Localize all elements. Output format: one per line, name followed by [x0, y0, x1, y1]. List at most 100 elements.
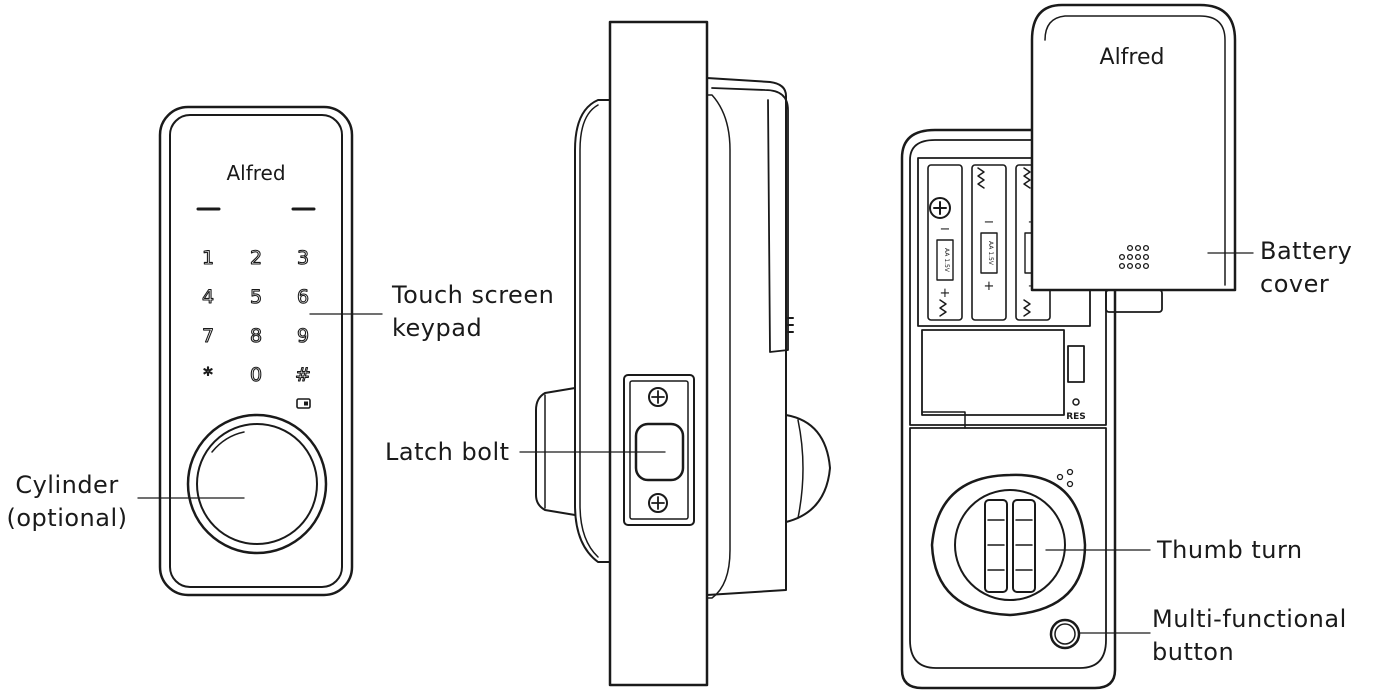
cover-dot-4: [1126, 253, 1134, 261]
keypad-keys: 1 2 3 4 5 6 7 8 9 * 0 #: [201, 246, 311, 386]
keypad-key-9: *: [203, 364, 213, 386]
cover-dot-0: [1126, 244, 1134, 252]
label-battery-cover-line1: Battery: [1260, 237, 1353, 265]
cover-dot-2: [1142, 244, 1150, 252]
keypad-key-2: 3: [297, 247, 309, 269]
battery-spring-3: [939, 299, 947, 317]
label-touch-keypad-line1: Touch screen: [392, 281, 555, 309]
label-touch-keypad: Touch screen keypad: [392, 279, 554, 345]
status-dot-1: [1056, 473, 1064, 481]
faceplate-bottom-screw-slot: [651, 496, 665, 510]
battery-cell-text-0: AA 1.5V: [943, 248, 950, 273]
side-rear-lip: [706, 94, 731, 599]
electronics-chamber: [921, 329, 1065, 416]
side-battery-cover: [711, 87, 789, 353]
thumb-turn-grip-left: [984, 499, 1008, 593]
label-multi-button-line1: Multi-functional: [1152, 605, 1347, 633]
label-latch-bolt: Latch bolt: [385, 436, 510, 469]
reset-label: RES: [1066, 412, 1086, 422]
cover-dot-8: [1126, 262, 1134, 270]
label-cylinder-line1: Cylinder: [15, 471, 119, 499]
polarity-plus-icon: [929, 197, 951, 219]
battery-cell-label-box-0: [936, 239, 954, 281]
label-cylinder-line2: (optional): [6, 504, 128, 532]
faceplate: [623, 374, 695, 526]
card-reader-chip: [304, 401, 308, 406]
thumb-turn-base: [930, 473, 1087, 617]
label-thumb-turn-line1: Thumb turn: [1157, 536, 1303, 564]
keypad-key-10: 0: [250, 364, 262, 386]
multi-functional-button-outer: [1049, 618, 1081, 650]
battery-spring-4: [1023, 299, 1031, 317]
keypad-key-1: 2: [250, 247, 262, 269]
polarity-plus-cross: [933, 201, 947, 215]
chamber-switch: [1067, 345, 1085, 383]
cover-dot-10: [1142, 262, 1150, 270]
faceplate-top-screw-slot: [651, 390, 665, 404]
label-multi-button: Multi-functional button: [1152, 603, 1347, 669]
keypad-key-4: 5: [250, 286, 262, 308]
interior-lower-body: [909, 427, 1107, 669]
status-dot-2: [1066, 468, 1074, 476]
battery-cover: [1030, 3, 1237, 292]
battery-cell-0: [927, 164, 963, 321]
cover-dot-6: [1142, 253, 1150, 261]
side-profile-view: [535, 20, 831, 687]
side-front-cover-edge: [579, 104, 599, 558]
status-dot-3: [1066, 480, 1074, 488]
label-latch-bolt-line1: Latch bolt: [385, 438, 510, 466]
faceplate-bottom-screw: [648, 493, 668, 513]
battery-spring-1: [977, 167, 985, 189]
label-battery-cover: Battery cover: [1260, 235, 1352, 301]
cylinder-outer-ring: [186, 413, 328, 555]
side-thumb-turn-knob: [785, 414, 831, 523]
door-edge: [608, 20, 709, 687]
faceplate-top-screw: [648, 387, 668, 407]
side-front-cover: [574, 99, 611, 563]
battery-cell-top-mark-0: −: [940, 222, 951, 237]
cover-dot-3: [1118, 253, 1126, 261]
label-thumb-turn: Thumb turn: [1157, 534, 1303, 567]
keypad-outer-housing: [158, 105, 354, 597]
keypad-key-0: 1: [202, 247, 214, 269]
cover-dot-9: [1134, 262, 1142, 270]
cylinder-highlight: [211, 431, 245, 453]
chamber-divider: [921, 411, 966, 429]
battery-cell-bottom-mark-0: +: [940, 286, 951, 301]
battery-cover-inner-edge: [1044, 15, 1226, 286]
cover-dot-7: [1118, 262, 1126, 270]
cover-dot-5: [1134, 253, 1142, 261]
side-thumb-turn-edge: [797, 419, 804, 519]
faceplate-inner: [629, 380, 689, 520]
battery-spring-2: [1023, 167, 1031, 189]
keypad-key-3: 4: [202, 286, 214, 308]
keypad-key-5: 6: [297, 286, 309, 308]
reset-pinhole: [1072, 398, 1080, 406]
label-battery-cover-line2: cover: [1260, 270, 1330, 298]
battery-cell-1: [971, 164, 1007, 321]
side-rear-housing: [706, 77, 787, 596]
card-reader-icon: [296, 398, 311, 409]
keypad-key-6: 7: [202, 325, 214, 347]
interior-view: AA 1.5V−+AA 1.5V−+AA 1.5V+− RES: [900, 3, 1237, 690]
battery-cell-top-mark-1: −: [984, 215, 995, 230]
cover-speaker-dots: [1118, 244, 1150, 270]
keypad-key-8: 9: [297, 325, 309, 347]
thumb-turn-rim: [954, 489, 1066, 601]
battery-cell-bottom-mark-1: +: [984, 279, 995, 294]
keypad-inner-panel: [169, 114, 343, 588]
label-touch-keypad-line2: keypad: [392, 314, 483, 342]
thumb-turn-grip-right: [1012, 499, 1036, 593]
battery-cell-label-box-1: [980, 232, 998, 274]
battery-cell-text-1: AA 1.5V: [987, 241, 994, 266]
multi-functional-button-inner: [1054, 623, 1076, 645]
label-cylinder: Cylinder (optional): [0, 469, 134, 535]
cylinder-inner-ring: [196, 423, 318, 545]
cover-brand-logo: Alfred: [1100, 45, 1165, 70]
keypad-key-7: 8: [250, 325, 262, 347]
front-brand-logo: Alfred: [226, 161, 285, 185]
cover-dot-1: [1134, 244, 1142, 252]
keypad-key-11: #: [295, 364, 311, 386]
